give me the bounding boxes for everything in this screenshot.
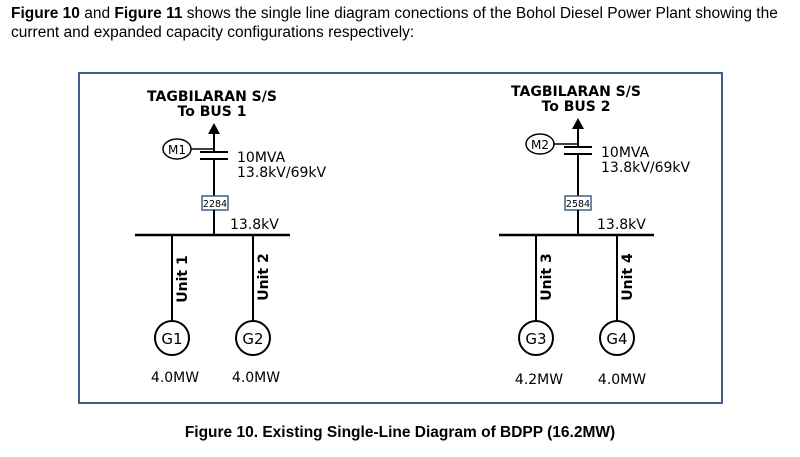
right-transformer-voltage: 13.8kV/69kV [601,160,690,176]
unit3-label: Unit 3 [539,253,555,300]
right-substation-bus: To BUS 2 [542,99,611,115]
left-bus-voltage: 13.8kV [230,217,279,233]
generator-g1-label: G1 [161,330,182,348]
left-section: TAGBILARAN S/S To BUS 1 M1 10MVA 13.8kV/… [135,89,326,386]
right-breaker-label: 2584 [566,199,590,210]
generator-g1-icon [154,320,190,356]
intro-paragraph: Figure 10 and Figure 11 shows the single… [11,4,791,42]
left-substation-bus: To BUS 1 [178,104,247,120]
generator-g2-icon [235,320,271,356]
right-motor-label: M2 [531,138,549,152]
right-section: TAGBILARAN S/S To BUS 2 M2 10MVA 13.8kV/… [499,84,690,388]
left-transformer-voltage: 13.8kV/69kV [237,165,326,181]
left-breaker-label: 2284 [203,199,227,210]
right-substation-name: TAGBILARAN S/S [511,84,641,100]
intro-fig10: Figure 10 [11,5,80,22]
generator-g2-label: G2 [242,330,263,348]
generator-g4-icon [599,320,635,356]
intro-rest: shows the single line diagram conections… [11,5,778,41]
generator-g3-label: G3 [525,330,546,348]
figure-caption: Figure 10. Existing Single-Line Diagram … [184,424,616,441]
intro-fig11: Figure 11 [114,5,183,22]
unit3-rating: 4.2MW [515,372,563,388]
generator-g4-label: G4 [606,330,627,348]
left-transformer-rating: 10MVA [237,150,286,166]
unit2-label: Unit 2 [256,253,272,300]
right-bus-voltage: 13.8kV [597,217,646,233]
left-substation-name: TAGBILARAN S/S [147,89,277,105]
unit4-label: Unit 4 [620,253,636,301]
unit1-rating: 4.0MW [151,370,199,386]
figure-frame [78,72,723,404]
right-transformer-rating: 10MVA [601,145,650,161]
left-arrow-head-icon [208,123,220,134]
left-motor-label: M1 [168,143,186,157]
intro-and: and [79,5,115,22]
right-arrow-head-icon [572,118,584,129]
unit2-rating: 4.0MW [232,370,280,386]
unit1-label: Unit 1 [175,255,191,302]
generator-g3-icon [518,320,554,356]
unit4-rating: 4.0MW [598,372,646,388]
